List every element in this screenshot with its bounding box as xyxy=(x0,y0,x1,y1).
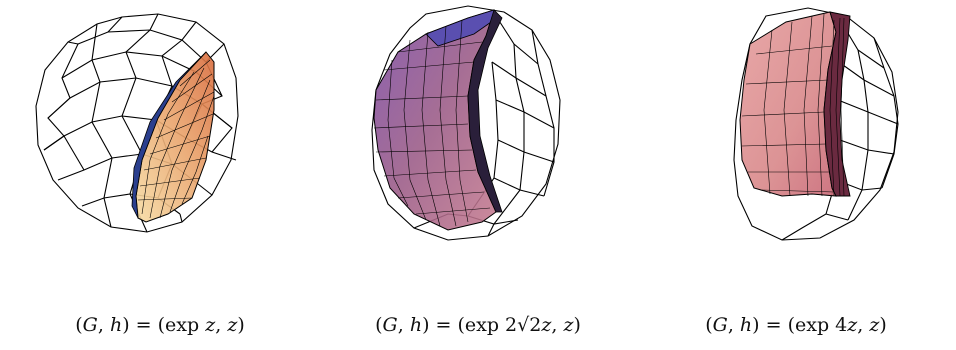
minimal-surface-1 xyxy=(131,51,215,223)
figure-3-caption: (G, h) = (exp 4z, z) xyxy=(705,314,887,336)
figure-1-caption: (G, h) = (exp z, z) xyxy=(75,314,245,336)
figure-1-graphic xyxy=(35,13,239,233)
figure-2: (G, h) = (exp 2√2z, z) xyxy=(318,0,638,350)
minimal-surface-3 xyxy=(739,11,851,197)
minimal-surface-2 xyxy=(373,9,503,231)
figure-3-graphic xyxy=(733,7,899,241)
polyhedron-wireframe xyxy=(371,5,561,241)
figure-2-graphic xyxy=(371,5,561,241)
figure-2-caption: (G, h) = (exp 2√2z, z) xyxy=(375,314,581,336)
figure-3: (G, h) = (exp 4z, z) xyxy=(636,0,956,350)
figure-1: (G, h) = (exp z, z) xyxy=(0,0,320,350)
